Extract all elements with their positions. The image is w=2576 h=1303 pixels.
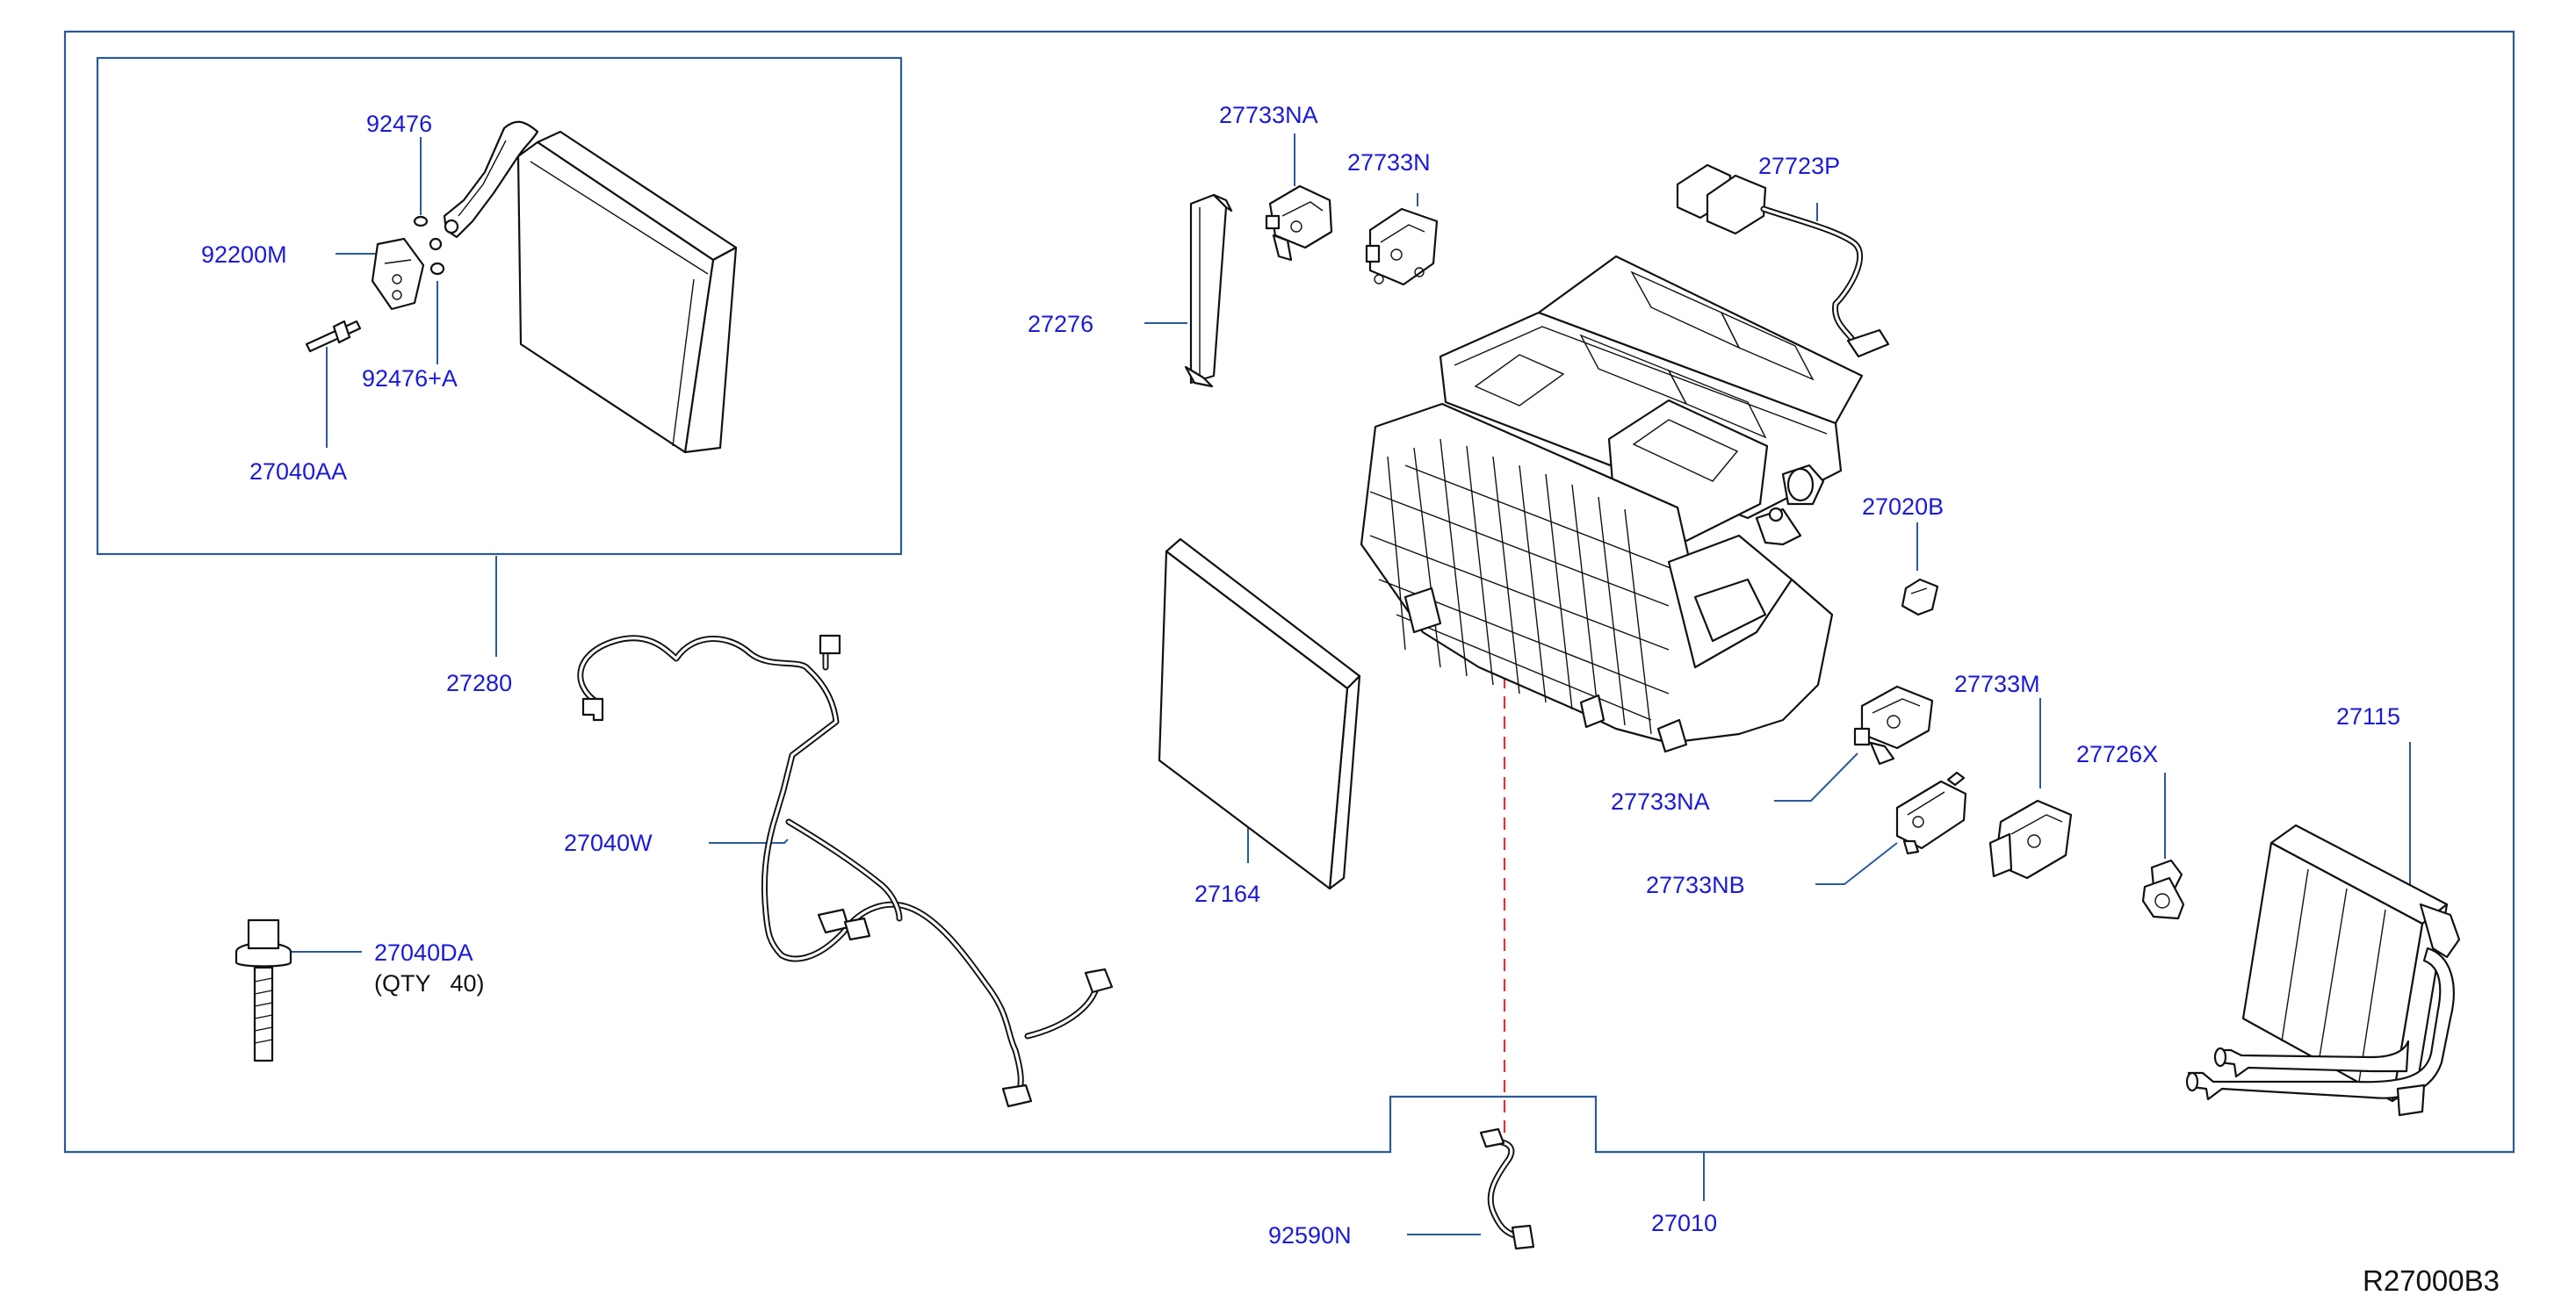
label-27040aa: 27040AA (249, 458, 347, 485)
label-27115: 27115 (2336, 703, 2400, 730)
wire-harness-drawing (577, 634, 1114, 1108)
label-27010: 27010 (1651, 1210, 1717, 1236)
actuator-27733m-drawing (1988, 799, 2073, 880)
label-27040da: 27040DA (374, 939, 473, 966)
duct-drawing (1184, 193, 1233, 388)
label-27733m: 27733M (1954, 671, 2040, 697)
expansion-valve-drawing (371, 237, 425, 311)
label-27040w: 27040W (564, 830, 653, 856)
bolt-drawing (235, 918, 292, 1062)
evaporator-subassembly-frame (96, 56, 903, 556)
pin-drawing (305, 320, 362, 353)
actuator-27733na-bottom-drawing (1853, 685, 1934, 766)
actuator-27733na-top-drawing (1265, 184, 1333, 262)
label-92200m: 92200M (201, 241, 287, 268)
main-assembly-frame (63, 30, 2515, 1154)
actuator-27733nb-drawing (1895, 771, 1967, 855)
drain-hose-drawing (1479, 1127, 1535, 1250)
label-92590n: 92590N (1268, 1222, 1352, 1249)
label-27733n: 27733N (1347, 149, 1431, 176)
leader-lines (292, 133, 2411, 1235)
evaporator-core-drawing (429, 120, 738, 454)
part-labels: 92476 92200M 92476+A 27040AA 27280 27040… (201, 102, 2500, 1297)
label-27040da-qty: (QTY 40) (374, 970, 485, 997)
sensor-27726x-drawing (2141, 859, 2185, 920)
heater-unit-drawing (1360, 255, 1864, 753)
label-27276: 27276 (1028, 311, 1093, 337)
label-27726x: 27726X (2076, 741, 2158, 767)
o-ring-drawings (413, 215, 445, 276)
sensor-27723p-drawing (1676, 163, 1890, 358)
label-27733nb: 27733NB (1646, 872, 1745, 898)
label-27733na-bottom: 27733NA (1611, 788, 1710, 815)
label-92476-a: 92476+A (362, 365, 458, 392)
air-filter-drawing (1158, 537, 1361, 890)
clip-27020b-drawing (1901, 578, 1939, 616)
label-92476: 92476 (366, 111, 432, 137)
label-27723p: 27723P (1758, 153, 1840, 179)
diagram-reference-code: R27000B3 (2363, 1264, 2500, 1297)
label-27280: 27280 (446, 670, 512, 696)
label-27020b: 27020B (1862, 493, 1944, 520)
heater-core-drawing (2185, 824, 2461, 1117)
actuator-27733n-drawing (1365, 207, 1439, 286)
label-27733na-top: 27733NA (1219, 102, 1318, 128)
label-27164: 27164 (1194, 881, 1260, 907)
